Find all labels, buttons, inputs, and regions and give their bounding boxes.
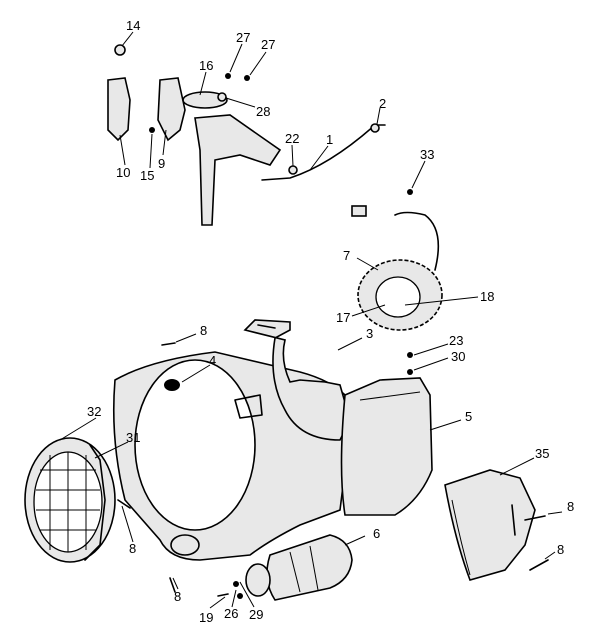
callout-35: 35: [535, 446, 549, 461]
starter-motor: [245, 534, 353, 601]
shield-35: [444, 469, 536, 581]
control-linkage: [107, 44, 549, 599]
callout-8: 8: [129, 541, 136, 556]
callout-28: 28: [256, 104, 270, 119]
callout-16: 16: [199, 58, 213, 73]
callout-27: 27: [261, 37, 275, 52]
callout-1: 1: [326, 132, 333, 147]
callout-4: 4: [209, 353, 216, 368]
callout-29: 29: [249, 607, 263, 622]
callout-14: 14: [126, 18, 140, 33]
callout-8: 8: [557, 542, 564, 557]
callout-15: 15: [140, 168, 154, 183]
callout-18: 18: [480, 289, 494, 304]
callout-5: 5: [465, 409, 472, 424]
callout-9: 9: [158, 156, 165, 171]
callout-8: 8: [567, 499, 574, 514]
callout-17: 17: [336, 310, 350, 325]
callout-10: 10: [116, 165, 130, 180]
callout-7: 7: [343, 248, 350, 263]
callout-8: 8: [174, 589, 181, 604]
cylinder-shield: [340, 377, 433, 516]
callout-31: 31: [126, 430, 140, 445]
callout-32: 32: [87, 404, 101, 419]
callout-26: 26: [224, 606, 238, 621]
callout-19: 19: [199, 610, 213, 625]
callout-33: 33: [420, 147, 434, 162]
callout-30: 30: [451, 349, 465, 364]
callout-22: 22: [285, 131, 299, 146]
callout-2: 2: [379, 96, 386, 111]
callout-8: 8: [200, 323, 207, 338]
callout-27: 27: [236, 30, 250, 45]
air-guide: [243, 319, 351, 441]
callout-6: 6: [373, 526, 380, 541]
rotating-screen: [24, 437, 116, 563]
leader-lines: [59, 31, 563, 609]
callout-23: 23: [449, 333, 463, 348]
alternator-stator: [351, 205, 443, 331]
callout-3: 3: [366, 326, 373, 341]
callout-labels: 14 27 27 16 2 28 9 10 15 22 1 33 7 18 17…: [87, 18, 574, 625]
